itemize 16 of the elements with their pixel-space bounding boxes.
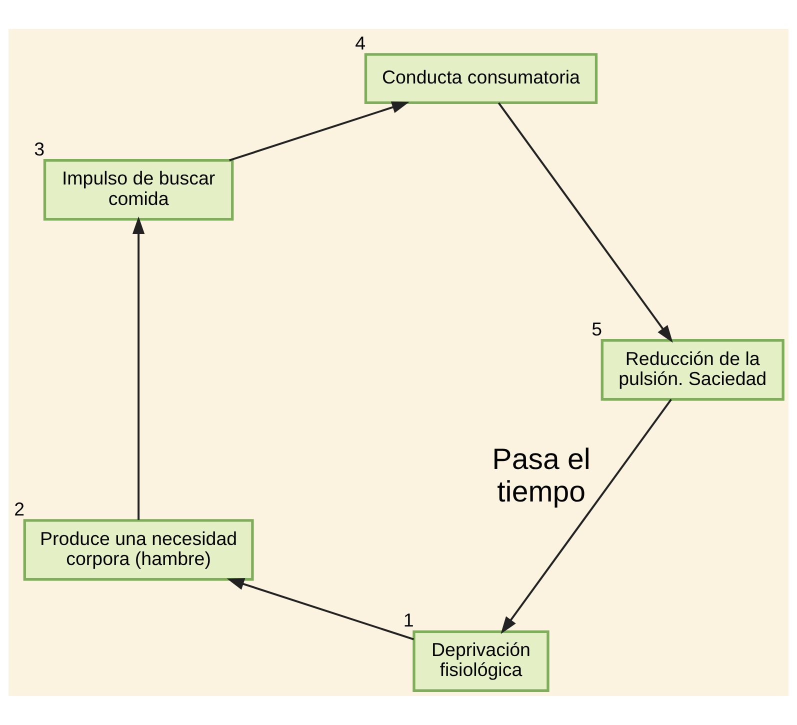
node-box: Produce una necesidad corpora (hambre) xyxy=(23,519,254,581)
arrow xyxy=(498,102,673,343)
node-label: 3 xyxy=(34,138,45,160)
edge-label: Pasa el tiempo xyxy=(492,443,590,508)
node-label: 4 xyxy=(355,32,366,54)
node-box: Conducta consumatoria xyxy=(364,53,598,104)
arrow xyxy=(500,398,672,634)
arrow xyxy=(229,101,410,162)
arrow xyxy=(132,216,145,520)
arrow xyxy=(226,578,414,640)
node-label: 1 xyxy=(403,610,414,631)
node-box: Impulso de buscar comida xyxy=(43,159,234,221)
node-label: 5 xyxy=(592,318,602,340)
node-box: Reducción de la pulsión. Saciedad xyxy=(600,339,784,401)
node-box: Deprivación fisiológica xyxy=(412,630,550,692)
node-label: 2 xyxy=(14,498,25,520)
